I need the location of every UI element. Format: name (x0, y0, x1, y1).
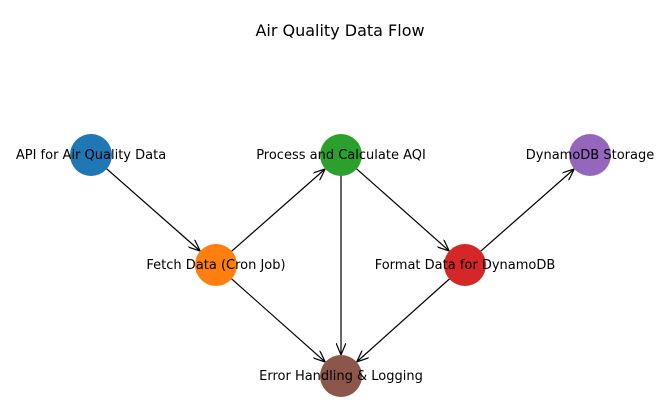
node-label-error: Error Handling & Logging (259, 369, 423, 384)
node-label-fetch: Fetch Data (Cron Job) (146, 258, 285, 273)
node-format (444, 244, 486, 286)
diagram-title: Air Quality Data Flow (255, 21, 424, 40)
edge-process-to-format (340, 154, 449, 251)
edge-fetch-to-error (215, 264, 325, 362)
edge-format-to-dynamo (464, 169, 574, 266)
edge-api-to-fetch (90, 154, 200, 251)
node-label-api: API for Air Quality Data (16, 148, 166, 163)
edge-fetch-to-process (215, 169, 325, 266)
node-label-dynamo: DynamoDB Storage (526, 148, 654, 163)
edge-format-to-error (357, 264, 466, 362)
edges-layer (90, 154, 574, 362)
node-dynamo (569, 134, 611, 176)
node-label-format: Format Data for DynamoDB (375, 258, 556, 273)
nodes-layer (70, 134, 611, 397)
node-error (320, 355, 362, 397)
node-label-process: Process and Calculate AQI (256, 148, 426, 163)
node-fetch (195, 244, 237, 286)
node-process (320, 134, 362, 176)
node-api (70, 134, 112, 176)
